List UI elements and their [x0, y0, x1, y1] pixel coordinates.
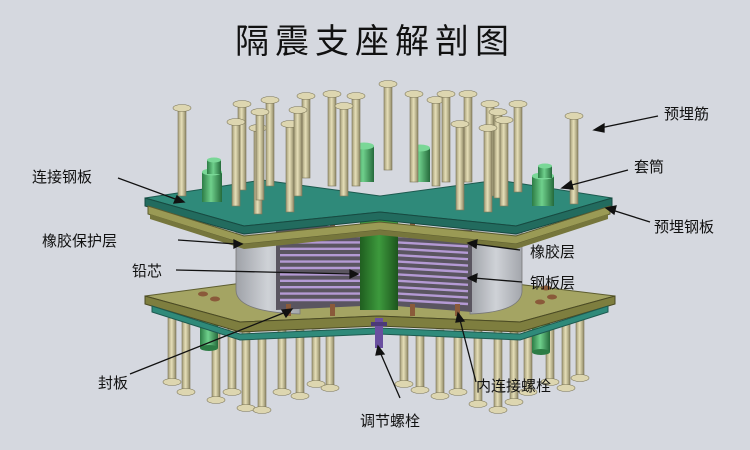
rebar	[540, 325, 560, 386]
rebar	[236, 331, 256, 412]
adjusting-bolt	[375, 318, 383, 348]
rebar	[288, 106, 308, 197]
rebar	[252, 333, 272, 414]
rebar	[260, 96, 280, 187]
rebar	[334, 102, 354, 197]
label-sealing-plate: 封板	[98, 374, 129, 392]
rebar	[458, 90, 478, 183]
label-steel-plate-layer: 钢板层	[530, 274, 576, 292]
rebar	[436, 90, 456, 183]
rebar	[322, 90, 342, 187]
rebar	[206, 329, 226, 404]
rebar	[564, 112, 584, 205]
rebar	[176, 321, 196, 396]
rebar	[272, 329, 292, 396]
rebar	[494, 116, 514, 207]
label-adjusting-bolt: 调节螺栓	[360, 412, 421, 430]
rebar	[378, 80, 398, 171]
rebar	[450, 120, 470, 211]
rebar	[556, 321, 576, 392]
rebar	[346, 92, 366, 187]
label-rubber-protective-layer: 橡胶保护层	[42, 232, 118, 250]
rubber-layers-left	[280, 234, 360, 302]
rebar	[478, 124, 498, 213]
leader-lines	[117, 115, 659, 399]
rebar	[306, 329, 326, 388]
rebar	[410, 329, 430, 394]
rebar	[488, 329, 508, 414]
label-inner-connecting-bolt: 内连接螺栓	[476, 377, 552, 395]
rebar	[448, 329, 468, 396]
rebar	[570, 317, 590, 382]
lower-rebars	[162, 317, 590, 414]
label-rubber-layer: 橡胶层	[530, 243, 576, 261]
rebar	[296, 92, 316, 179]
rebar	[394, 329, 414, 388]
rebar	[162, 317, 182, 386]
rebar	[430, 329, 450, 400]
label-lead-core: 铅芯	[132, 262, 163, 280]
label-embedded-steel-plate: 预埋钢板	[654, 218, 715, 236]
rebar	[508, 100, 528, 193]
rebar	[222, 323, 242, 396]
label-sleeve: 套筒	[634, 158, 665, 176]
rebar	[518, 329, 538, 396]
rebar	[426, 96, 446, 187]
rebar	[504, 331, 524, 406]
rebar	[172, 104, 192, 197]
upper-rebars	[172, 80, 584, 215]
rebar	[404, 90, 424, 183]
label-connecting-steel-plate: 连接钢板	[32, 168, 93, 186]
page-title: 隔震支座解剖图	[235, 22, 515, 62]
rebar	[250, 108, 270, 201]
rebar	[290, 329, 310, 400]
rebar	[226, 118, 246, 207]
lead-core	[360, 222, 398, 310]
label-embedded-rebar: 预埋筋	[664, 105, 710, 123]
